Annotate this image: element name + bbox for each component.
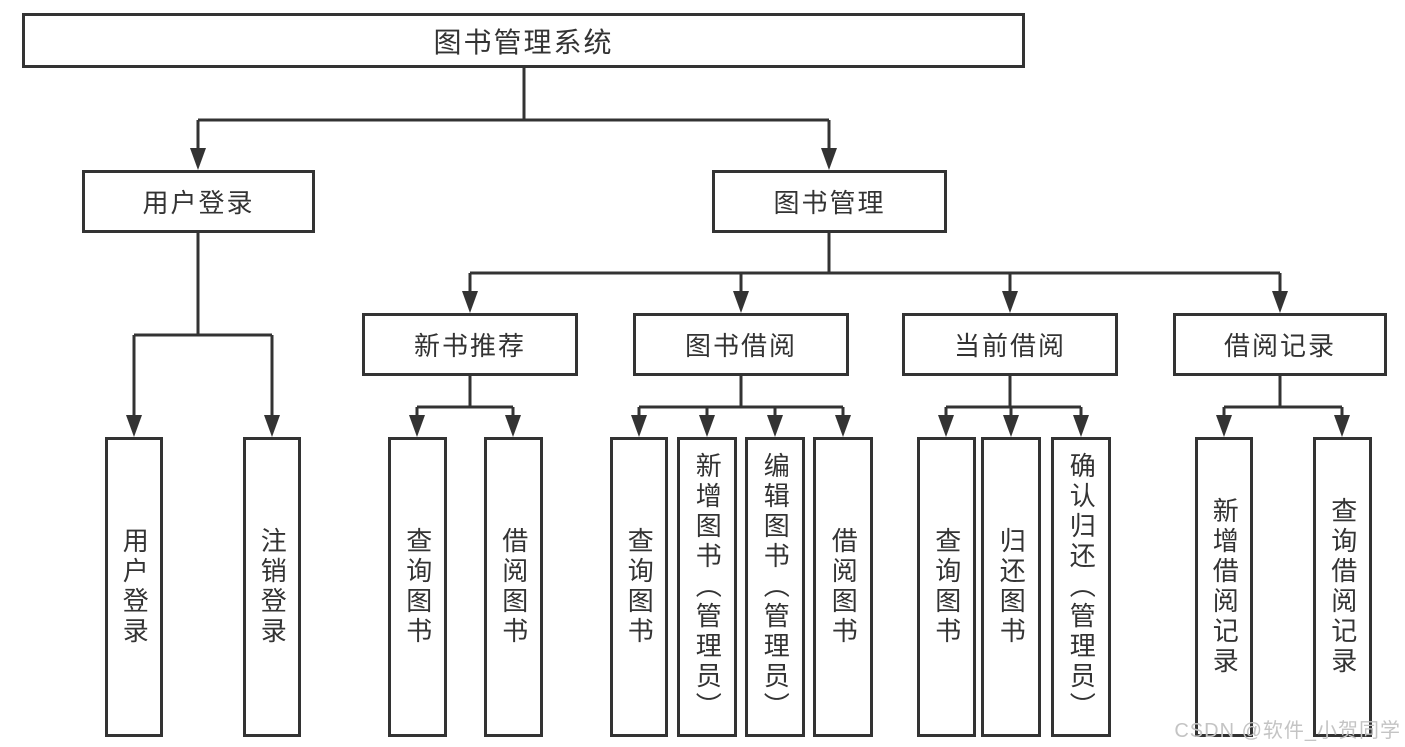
node-current-borrow-label: 当前借阅 [953,331,1066,361]
leaf-confirm-return-admin: 确认归还（管理员） [1051,437,1111,737]
leaf-return-book-label: 归还图书 [996,527,1027,647]
node-book-borrow: 图书借阅 [633,313,849,376]
node-book-management-label: 图书管理 [773,188,886,218]
leaf-return-book: 归还图书 [981,437,1041,737]
leaf-borrow-book: 借阅图书 [813,437,873,737]
leaf-add-book-admin: 新增图书（管理员） [677,437,737,737]
leaf-edit-book-admin-label: 编辑图书（管理员） [760,452,791,722]
leaf-add-borrow-record-label: 新增借阅记录 [1209,497,1240,677]
node-borrow-records: 借阅记录 [1173,313,1387,376]
leaf-recommend-query-book-label: 查询图书 [402,527,433,647]
leaf-borrow-book-label: 借阅图书 [828,527,859,647]
leaf-edit-book-admin: 编辑图书（管理员） [745,437,805,737]
leaf-logout: 注销登录 [243,437,301,737]
leaf-current-query-book-label: 查询图书 [931,527,962,647]
leaf-user-login-label: 用户登录 [119,527,150,647]
node-current-borrow: 当前借阅 [902,313,1118,376]
node-user-login: 用户登录 [82,170,315,233]
leaf-query-borrow-record: 查询借阅记录 [1313,437,1372,737]
leaf-borrow-query-book-label: 查询图书 [624,527,655,647]
leaf-current-query-book: 查询图书 [917,437,976,737]
leaf-recommend-borrow-book-label: 借阅图书 [498,527,529,647]
leaf-query-borrow-record-label: 查询借阅记录 [1327,497,1358,677]
node-book-management: 图书管理 [712,170,947,233]
arrowheads [126,148,1350,437]
node-user-login-label: 用户登录 [142,188,255,218]
leaf-confirm-return-admin-label: 确认归还（管理员） [1066,452,1097,722]
leaf-borrow-query-book: 查询图书 [610,437,668,737]
node-new-book-recommend: 新书推荐 [362,313,578,376]
leaf-recommend-borrow-book: 借阅图书 [484,437,543,737]
node-root-label: 图书管理系统 [433,26,614,58]
node-new-book-recommend-label: 新书推荐 [413,331,526,361]
leaf-add-book-admin-label: 新增图书（管理员） [692,452,723,722]
node-book-borrow-label: 图书借阅 [684,331,797,361]
leaf-logout-label: 注销登录 [257,527,288,647]
csdn-watermark: CSDN @软件_小贺同学 [1174,720,1401,742]
node-borrow-records-label: 借阅记录 [1223,331,1336,361]
node-root: 图书管理系统 [22,13,1025,68]
leaf-recommend-query-book: 查询图书 [388,437,447,737]
leaf-user-login: 用户登录 [105,437,163,737]
leaf-add-borrow-record: 新增借阅记录 [1195,437,1253,737]
